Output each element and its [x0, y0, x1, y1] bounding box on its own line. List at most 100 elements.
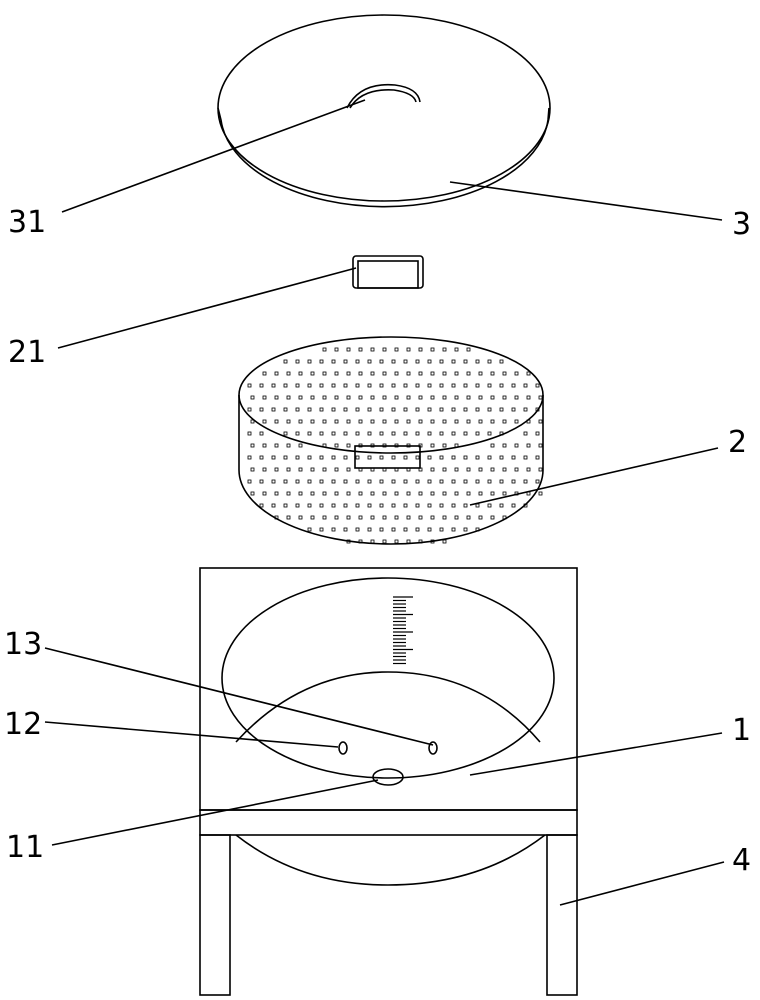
perforation-hole [478, 467, 483, 472]
perforation-hole [331, 527, 336, 532]
perforation-hole [295, 455, 300, 460]
perforation-hole [295, 503, 300, 508]
perforation-hole [502, 419, 507, 424]
perforation-hole [466, 419, 471, 424]
perforation-hole [382, 467, 387, 472]
perforation-hole [319, 431, 324, 436]
perforation-hole [439, 503, 444, 508]
perforation-hole [250, 491, 255, 496]
perforation-hole [391, 431, 396, 436]
perforation-hole [331, 431, 336, 436]
perforation-hole [430, 347, 435, 352]
perforation-hole [415, 455, 420, 460]
perforation-hole [247, 479, 252, 484]
perforation-hole [274, 371, 279, 376]
perforation-hole [322, 467, 327, 472]
perforation-hole [274, 515, 279, 520]
perforation-hole [523, 407, 528, 412]
perforation-hole [283, 383, 288, 388]
perforation-hole [331, 383, 336, 388]
perforation-hole [526, 419, 531, 424]
perforation-hole [391, 383, 396, 388]
perforation-hole [298, 371, 303, 376]
perforation-hole [370, 371, 375, 376]
perforation-hole [274, 443, 279, 448]
perforation-hole [331, 359, 336, 364]
perforation-hole [394, 395, 399, 400]
perforation-hole [259, 431, 264, 436]
perforation-hole [514, 371, 519, 376]
perforation-hole [451, 383, 456, 388]
perforation-hole [319, 503, 324, 508]
perforation-hole [466, 515, 471, 520]
perforation-hole [367, 455, 372, 460]
perforation-hole [355, 527, 360, 532]
perforation-hole [466, 371, 471, 376]
perforation-hole [370, 347, 375, 352]
perforation-hole [490, 515, 495, 520]
perforation-hole [406, 347, 411, 352]
perforation-hole [343, 407, 348, 412]
perforation-hole [382, 419, 387, 424]
perforation-hole [490, 419, 495, 424]
perforation-hole [523, 383, 528, 388]
perforation-hole [271, 479, 276, 484]
perforation-hole [394, 371, 399, 376]
perforation-hole [466, 395, 471, 400]
perforation-hole [394, 419, 399, 424]
perforation-hole [538, 443, 543, 448]
perforation-hole [250, 419, 255, 424]
perforation-hole [307, 431, 312, 436]
perforation-hole [346, 371, 351, 376]
perforation-hole [478, 491, 483, 496]
perforation-hole [475, 503, 480, 508]
perforation-hole [283, 431, 288, 436]
perforation-hole [463, 503, 468, 508]
perforation-hole [403, 359, 408, 364]
lid [217, 14, 551, 208]
perforation-hole [307, 455, 312, 460]
perforation-hole [367, 503, 372, 508]
perforation-hole [454, 347, 459, 352]
perforation-hole [511, 407, 516, 412]
perforation-hole [403, 503, 408, 508]
perforation-hole [298, 515, 303, 520]
perforation-hole [451, 431, 456, 436]
perforation-hole [355, 407, 360, 412]
perforation-hole [439, 383, 444, 388]
perforation-hole [463, 455, 468, 460]
leader-lines [44, 99, 725, 906]
perforation-hole [334, 515, 339, 520]
perforation-hole [490, 395, 495, 400]
perforation-hole [307, 359, 312, 364]
perforation-hole [463, 383, 468, 388]
perforation-hole [430, 419, 435, 424]
perforation-hole [430, 491, 435, 496]
perforation-hole [406, 371, 411, 376]
perforation-hole [499, 359, 504, 364]
perforation-hole [403, 383, 408, 388]
perforation-hole [274, 467, 279, 472]
perforation-hole [286, 443, 291, 448]
perforation-hole [334, 419, 339, 424]
perforation-hole [262, 419, 267, 424]
perforation-hole [319, 455, 324, 460]
perforation-hole [466, 467, 471, 472]
perforation-hole [430, 539, 435, 544]
perforation-hole [418, 347, 423, 352]
perforation-hole [391, 503, 396, 508]
perforation-hole [454, 467, 459, 472]
perforation-hole [415, 407, 420, 412]
perforation-hole [430, 371, 435, 376]
perforation-hole [499, 479, 504, 484]
perforation-hole [262, 491, 267, 496]
perforation-hole [379, 503, 384, 508]
hole-13 [428, 741, 438, 755]
perforation-hole [538, 419, 543, 424]
perforation-hole [319, 383, 324, 388]
perforation-hole [382, 443, 387, 448]
perforation-hole [487, 359, 492, 364]
perforation-hole [367, 479, 372, 484]
perforation-hole [442, 395, 447, 400]
perforation-hole [442, 371, 447, 376]
